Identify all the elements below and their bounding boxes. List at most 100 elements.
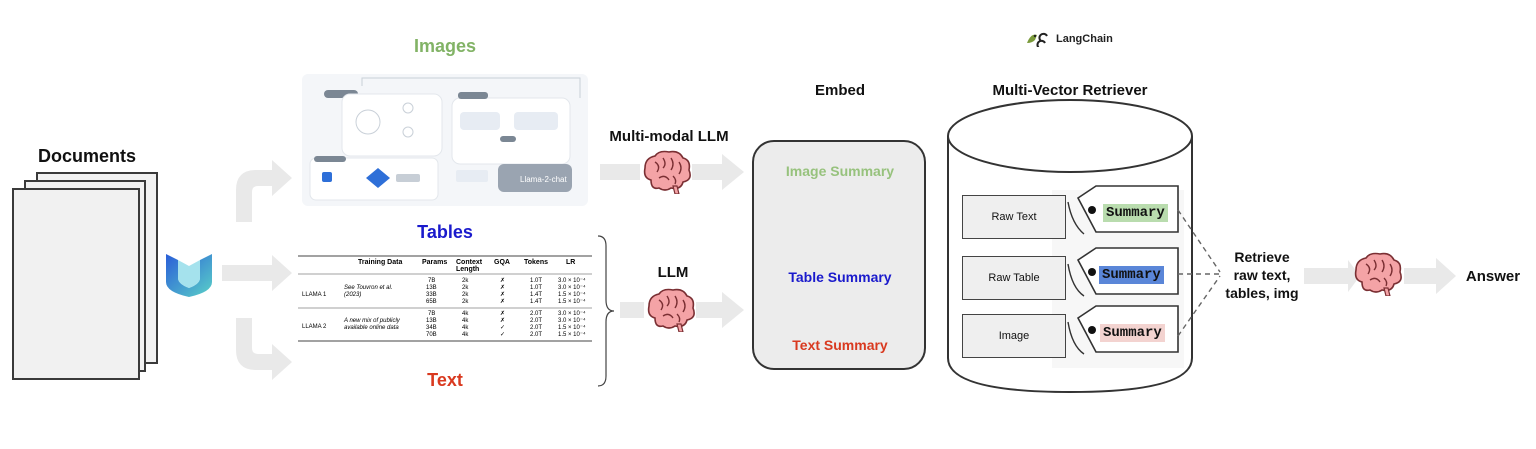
parrot-icon — [1027, 32, 1048, 47]
svg-text:✗: ✗ — [500, 317, 505, 324]
svg-text:2k: 2k — [462, 278, 469, 284]
brace-to-llm-arrow — [620, 302, 644, 318]
langchain-logo-text: LangChain — [1056, 33, 1113, 45]
svg-text:7B: 7B — [428, 311, 435, 317]
svg-text:2.0T: 2.0T — [530, 332, 542, 338]
svg-text:3.0 × 10⁻⁴: 3.0 × 10⁻⁴ — [558, 310, 586, 317]
svg-text:33B: 33B — [426, 292, 437, 298]
summary-tag-image-label: Summary — [1100, 324, 1165, 342]
table-group-llama2: LLAMA 2 — [302, 324, 327, 330]
table-rows-llama2: 7B 4k ✗ 2.0T 3.0 × 10⁻⁴ 13B 4k ✗ 2.0T 3.0 × 10⁻⁴… — [426, 310, 586, 338]
svg-text:3.0 × 10⁻⁴: 3.0 × 10⁻⁴ — [558, 284, 586, 291]
embed-box — [752, 140, 926, 370]
svg-text:4k: 4k — [462, 318, 469, 324]
svg-text:2k: 2k — [462, 299, 469, 305]
retrieve-to-brain-arrow — [1304, 260, 1360, 292]
svg-text:✓: ✓ — [500, 325, 505, 331]
table-header-gqa: GQA — [494, 259, 510, 266]
svg-text:available online data: available online data — [344, 325, 399, 331]
summary-tag-text-label: Summary — [1103, 204, 1168, 222]
svg-text:✗: ✗ — [500, 291, 505, 298]
llm-label: LLM — [657, 264, 689, 281]
svg-text:4k: 4k — [462, 325, 469, 331]
svg-text:✗: ✗ — [500, 310, 505, 317]
svg-text:13B: 13B — [426, 318, 437, 324]
raw-table-box: Raw Table — [962, 256, 1066, 300]
langchain-logo: LangChain — [1025, 30, 1113, 48]
summary-tag-table-label: Summary — [1099, 266, 1164, 284]
svg-text:1.5 × 10⁻⁴: 1.5 × 10⁻⁴ — [558, 291, 586, 298]
raw-text-box: Raw Text — [962, 195, 1066, 239]
raw-text-label: Raw Text — [991, 211, 1037, 223]
svg-text:2k: 2k — [462, 285, 469, 291]
svg-text:1.5 × 10⁻⁴: 1.5 × 10⁻⁴ — [558, 324, 586, 331]
brain-icon-llm — [647, 288, 695, 332]
embed-title: Embed — [814, 82, 865, 99]
svg-text:4k: 4k — [462, 311, 469, 317]
svg-text:13B: 13B — [426, 285, 437, 291]
svg-text:70B: 70B — [426, 332, 437, 338]
text-summary-label: Text Summary — [792, 337, 888, 353]
svg-text:2.0T: 2.0T — [530, 311, 542, 317]
table-header-context-length: Context — [456, 259, 483, 266]
document-sheet-front — [12, 188, 140, 380]
retrieve-label: Retrieve raw text, tables, img — [1214, 248, 1310, 302]
documents-title: Documents — [37, 146, 136, 166]
text-title: Text — [427, 370, 463, 390]
svg-text:4k: 4k — [462, 332, 469, 338]
svg-text:See Touvron et al.: See Touvron et al. — [344, 285, 392, 291]
svg-text:1.5 × 10⁻⁴: 1.5 × 10⁻⁴ — [558, 331, 586, 338]
retrieve-line-3: tables, img — [1225, 285, 1299, 301]
svg-text:34B: 34B — [426, 325, 437, 331]
svg-text:1.4T: 1.4T — [530, 299, 542, 305]
answer-label: Answer — [1465, 268, 1521, 285]
svg-text:✓: ✓ — [500, 332, 505, 338]
retrieve-line-2: raw text, — [1233, 267, 1291, 283]
image-summary-label: Image Summary — [785, 163, 895, 179]
unstructured-logo-icon — [166, 254, 212, 297]
table-summary-label: Table Summary — [788, 269, 892, 285]
table-header-tokens: Tokens — [524, 259, 548, 266]
grouping-brace — [597, 235, 615, 387]
svg-text:Length: Length — [456, 266, 479, 273]
raw-table-label: Raw Table — [988, 272, 1040, 284]
svg-text:(2023): (2023) — [344, 292, 361, 298]
brain-icon-multimodal — [643, 150, 691, 194]
svg-text:2.0T: 2.0T — [530, 318, 542, 324]
svg-text:1.4T: 1.4T — [530, 292, 542, 298]
svg-text:7B: 7B — [428, 278, 435, 284]
image-box: Image — [962, 314, 1066, 358]
table-header-training-data: Training Data — [358, 259, 402, 266]
branch-up-arrow — [236, 160, 292, 222]
brain-icon-answer — [1354, 252, 1402, 296]
llm-to-embed-arrow-top — [692, 154, 744, 190]
svg-text:2k: 2k — [462, 292, 469, 298]
retriever-title: Multi-Vector Retriever — [992, 82, 1148, 99]
branch-mid-arrow — [222, 255, 292, 291]
svg-text:✗: ✗ — [500, 284, 505, 291]
svg-text:✗: ✗ — [500, 298, 505, 305]
flow-thumbnail-tag: Llama-2-chat — [520, 175, 567, 184]
multimodal-llm-label: Multi-modal LLM — [609, 128, 729, 145]
images-title: Images — [413, 36, 477, 56]
svg-text:1.5 × 10⁻⁴: 1.5 × 10⁻⁴ — [558, 298, 586, 305]
image-thumbnail: Llama-2-chat — [302, 74, 588, 206]
table-header-params: Params — [422, 259, 447, 266]
retrieval-dashed-lines — [1177, 209, 1221, 337]
svg-text:1.0T: 1.0T — [530, 285, 542, 291]
svg-text:3.0 × 10⁻⁴: 3.0 × 10⁻⁴ — [558, 317, 586, 324]
table-header-lr: LR — [566, 259, 575, 266]
svg-text:65B: 65B — [426, 299, 437, 305]
table-group-llama1: LLAMA 1 — [302, 292, 327, 298]
brain-to-answer-arrow — [1404, 258, 1456, 294]
image-to-llm-arrow — [600, 164, 640, 180]
image-label: Image — [998, 330, 1030, 342]
svg-text:A new mix of publicly: A new mix of publicly — [343, 318, 401, 324]
svg-text:✗: ✗ — [500, 277, 505, 284]
svg-text:3.0 × 10⁻⁴: 3.0 × 10⁻⁴ — [558, 277, 586, 284]
svg-text:2.0T: 2.0T — [530, 325, 542, 331]
table-thumbnail: Training Data Params Context Length GQA … — [298, 255, 592, 342]
retrieve-line-1: Retrieve — [1234, 249, 1290, 265]
